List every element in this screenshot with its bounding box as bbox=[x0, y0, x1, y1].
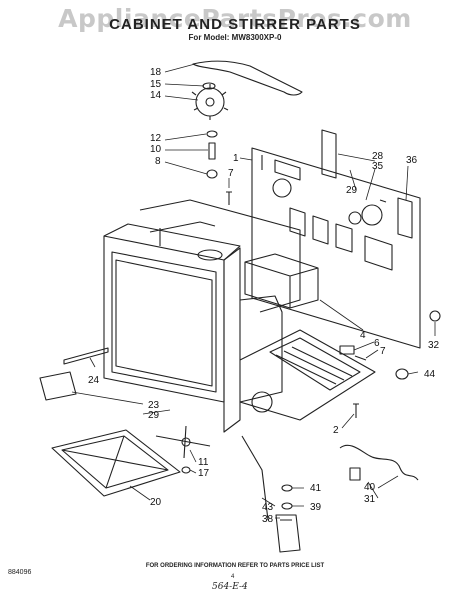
callout-41: 41 bbox=[310, 483, 322, 494]
watermark: AppliancePartsPros.com bbox=[58, 4, 412, 33]
callout-32: 32 bbox=[428, 340, 440, 351]
part-foot bbox=[395, 368, 409, 380]
callout-39: 39 bbox=[310, 502, 322, 513]
callout-29a: 29 bbox=[346, 185, 358, 196]
part-panel-23 bbox=[39, 371, 77, 401]
part-bracket-28 bbox=[321, 129, 337, 179]
callout-44: 44 bbox=[424, 369, 436, 380]
callout-29b: 29 bbox=[148, 410, 160, 421]
callout-4: 4 bbox=[360, 330, 366, 341]
model-line: For Model: MW8300XP-0 bbox=[188, 33, 282, 42]
part-nut bbox=[429, 310, 441, 322]
part-belt bbox=[192, 60, 303, 96]
part-waveguide-box bbox=[244, 253, 319, 309]
part-cord-set bbox=[339, 444, 419, 481]
callout-labels: 18 15 14 12 10 8 7 1 28 36 29 35 4 32 6 … bbox=[88, 67, 440, 525]
diagram-title: CABINET AND STIRRER PARTS bbox=[109, 16, 361, 33]
callout-10: 10 bbox=[150, 144, 162, 155]
callout-43: 43 bbox=[262, 502, 274, 513]
callout-38: 38 bbox=[262, 514, 274, 525]
callout-20: 20 bbox=[150, 497, 162, 508]
part-base bbox=[239, 329, 376, 421]
callout-28: 28 bbox=[372, 151, 384, 162]
part-bracket-36 bbox=[397, 197, 413, 239]
page-number: 4 bbox=[231, 574, 235, 580]
callout-7b: 7 bbox=[380, 346, 386, 357]
callout-6: 6 bbox=[374, 338, 380, 349]
part-stirrer-blade bbox=[195, 87, 225, 117]
callout-15: 15 bbox=[150, 79, 162, 90]
part-fan-blade bbox=[155, 425, 211, 459]
part-door-strip bbox=[63, 347, 109, 365]
part-tray bbox=[51, 429, 181, 497]
callout-14: 14 bbox=[150, 90, 162, 101]
callout-18: 18 bbox=[150, 67, 162, 78]
callout-31: 31 bbox=[364, 494, 376, 505]
part-bearing bbox=[206, 169, 218, 179]
callout-35: 35 bbox=[372, 161, 384, 172]
part-shaft bbox=[208, 142, 216, 160]
document-code: 884096 bbox=[8, 569, 32, 576]
callout-17: 17 bbox=[198, 468, 210, 479]
part-rod bbox=[241, 435, 269, 521]
part-mounting-bracket bbox=[275, 514, 301, 553]
callout-2: 2 bbox=[333, 425, 339, 436]
callout-23: 23 bbox=[148, 400, 160, 411]
part-cabinet-shell bbox=[139, 199, 301, 313]
callout-8: 8 bbox=[155, 156, 161, 167]
callout-7a: 7 bbox=[228, 168, 234, 179]
callout-36: 36 bbox=[406, 155, 418, 166]
callout-24: 24 bbox=[88, 375, 100, 386]
part-washer bbox=[206, 130, 218, 138]
ordering-note: FOR ORDERING INFORMATION REFER TO PARTS … bbox=[145, 563, 325, 569]
handwritten-note: 564-E-4 bbox=[212, 582, 248, 592]
part-screw bbox=[226, 191, 232, 205]
part-rear-panel bbox=[251, 147, 421, 349]
callout-12: 12 bbox=[150, 133, 162, 144]
callout-40: 40 bbox=[364, 482, 376, 493]
part-inner-side bbox=[223, 247, 241, 433]
callout-1: 1 bbox=[233, 153, 239, 164]
callout-11: 11 bbox=[198, 457, 209, 468]
